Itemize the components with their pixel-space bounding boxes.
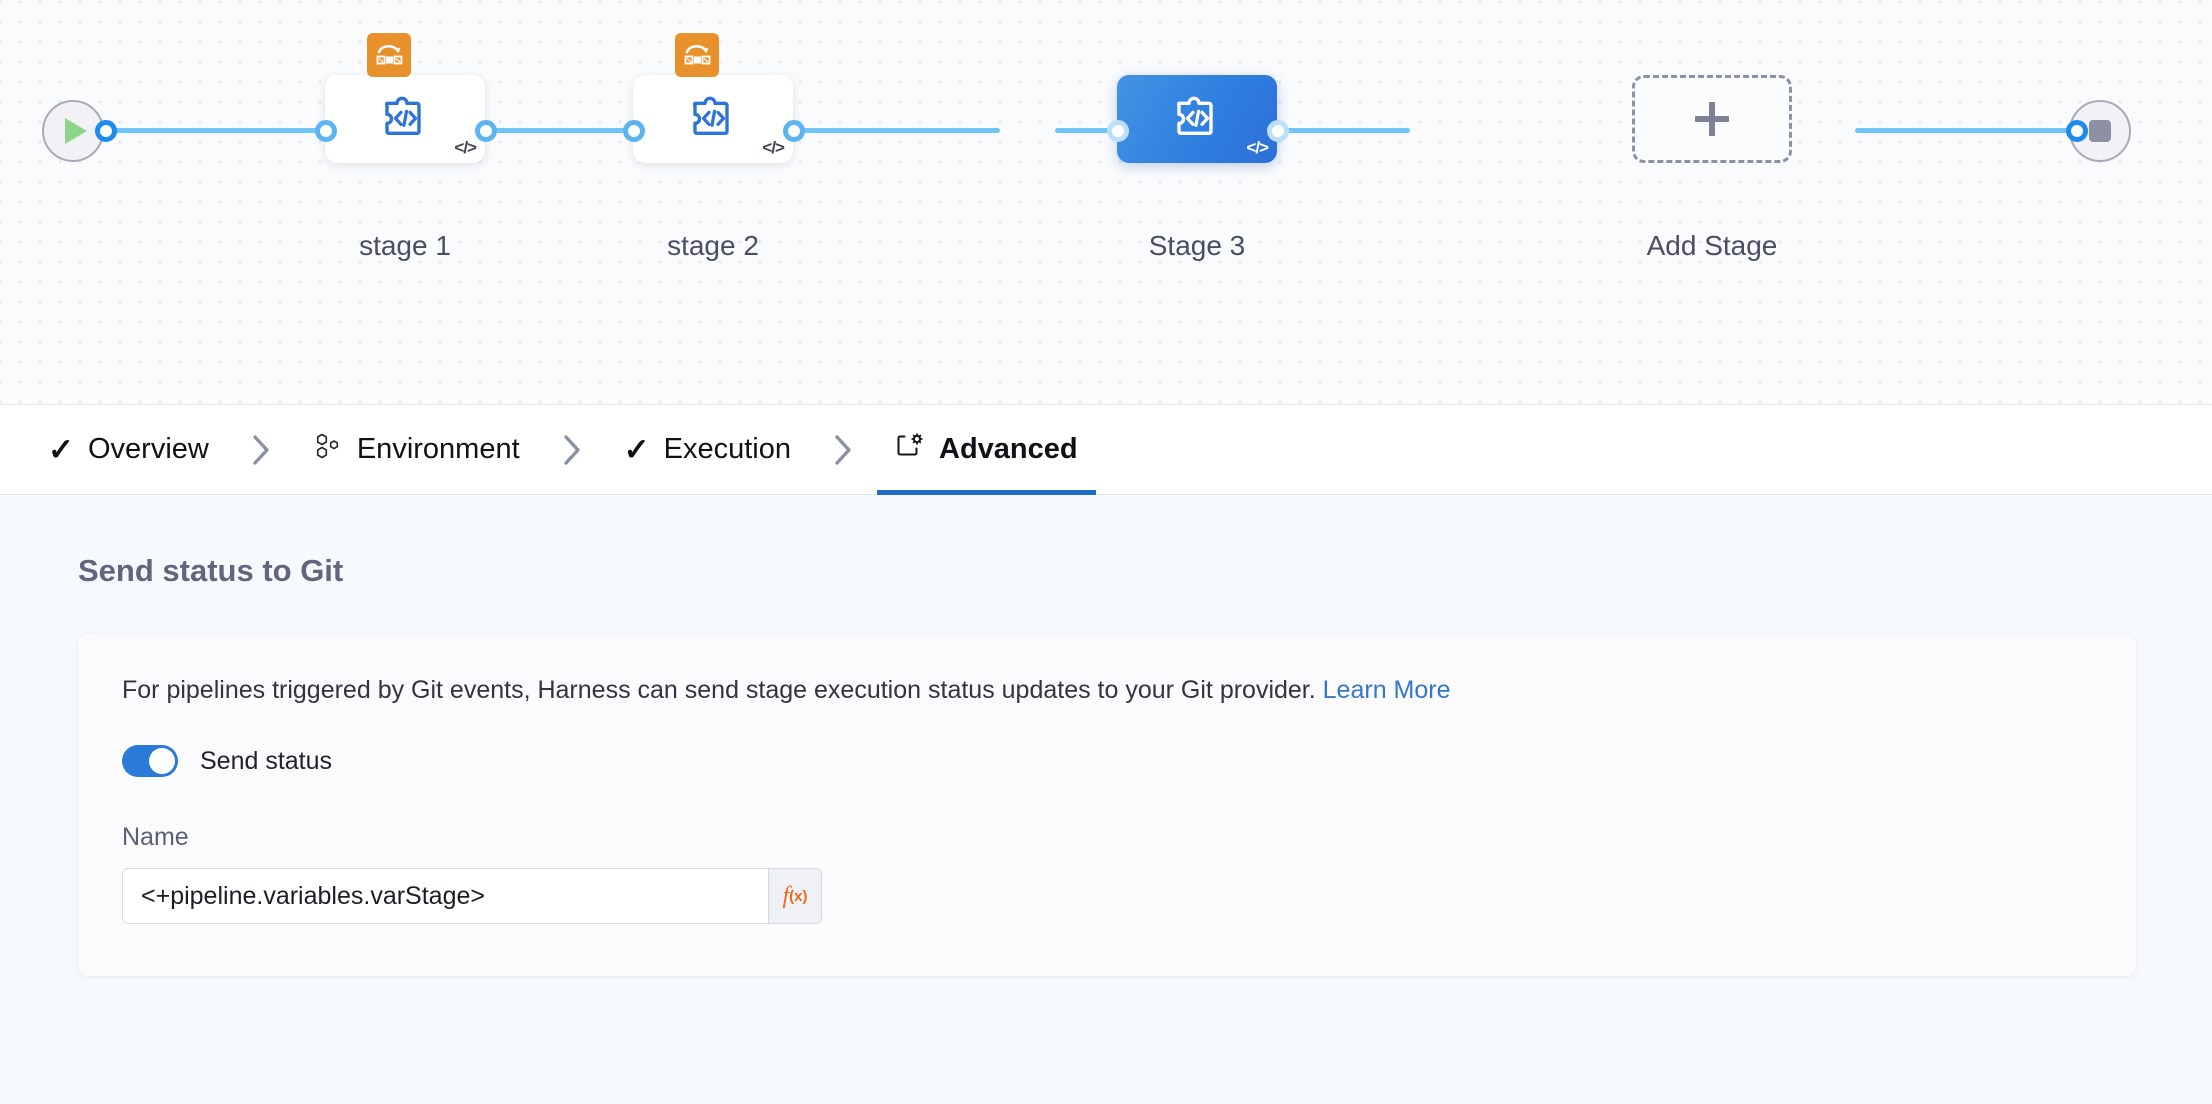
- code-icon: </>: [454, 138, 477, 157]
- stage-node-3[interactable]: </>: [1117, 75, 1277, 163]
- tab-environment-label: Environment: [356, 433, 520, 465]
- chevron-right-icon: [538, 405, 606, 494]
- tab-overview[interactable]: ✓ Overview: [30, 405, 227, 494]
- chevron-right-icon: [809, 405, 877, 494]
- page-title: Send status to Git: [78, 553, 344, 588]
- advanced-panel: Send status to Git For pipelines trigger…: [0, 495, 2212, 1104]
- conditional-execution-icon: [675, 33, 719, 77]
- advanced-gear-icon: [895, 431, 925, 469]
- expression-fx-button[interactable]: f(x): [768, 868, 822, 924]
- fx-label: f: [782, 882, 790, 909]
- tab-execution[interactable]: ✓ Execution: [606, 405, 809, 494]
- tab-execution-label: Execution: [663, 433, 791, 465]
- infrastructure-icon: [313, 431, 343, 469]
- stage1-input-port[interactable]: [315, 120, 337, 142]
- card-description: For pipelines triggered by Git events, H…: [122, 676, 2092, 705]
- stage1-output-port[interactable]: [475, 120, 497, 142]
- puzzle-icon: [1171, 89, 1223, 146]
- puzzle-icon: [379, 89, 431, 146]
- tab-environment[interactable]: Environment: [295, 405, 538, 494]
- check-icon: ✓: [623, 432, 650, 467]
- code-icon: </>: [762, 138, 785, 157]
- send-status-card: For pipelines triggered by Git events, H…: [78, 634, 2136, 976]
- tab-overview-label: Overview: [87, 433, 209, 465]
- end-input-port[interactable]: [2066, 120, 2088, 142]
- toggle-knob: [149, 748, 175, 774]
- check-icon: ✓: [48, 432, 74, 467]
- code-icon: </>: [1246, 138, 1269, 157]
- stage3-output-port[interactable]: [1267, 120, 1289, 142]
- card-description-text: For pipelines triggered by Git events, H…: [122, 676, 1316, 704]
- name-input[interactable]: [122, 868, 768, 924]
- stage-node-1[interactable]: </>: [325, 33, 485, 163]
- conditional-execution-icon: [367, 33, 411, 77]
- plus-icon: [1695, 102, 1729, 136]
- stage-label-2: stage 2: [667, 230, 759, 261]
- connector-addstage-to-end: [1855, 128, 2085, 133]
- stage-tab-strip: ✓ Overview Environment ✓ Execution: [0, 405, 2212, 495]
- chevron-right-icon: [227, 405, 295, 494]
- add-stage-label: Add Stage: [1646, 230, 1778, 261]
- puzzle-icon: [687, 89, 739, 146]
- connector-stage2-to-stage3: [755, 128, 1000, 133]
- start-output-port[interactable]: [95, 120, 117, 142]
- learn-more-link[interactable]: Learn More: [1322, 676, 1451, 704]
- send-status-toggle-label: Send status: [200, 746, 333, 775]
- tab-advanced-label: Advanced: [939, 433, 1078, 465]
- add-stage-node[interactable]: [1632, 75, 1792, 163]
- name-input-group: f(x): [122, 868, 822, 924]
- stop-icon: [2089, 120, 2111, 142]
- name-field-label: Name: [122, 823, 189, 851]
- send-status-toggle-row: Send status: [122, 745, 2092, 777]
- fx-sub: (x): [789, 887, 808, 905]
- stage2-output-port[interactable]: [783, 120, 805, 142]
- send-status-toggle[interactable]: [122, 745, 178, 777]
- stage-node-2[interactable]: </>: [633, 33, 793, 163]
- connector-addstage-left: [1290, 128, 1410, 133]
- stage-label-3: Stage 3: [1148, 230, 1246, 261]
- connector-start-to-stage1: [105, 128, 345, 133]
- stage3-input-port[interactable]: [1107, 120, 1129, 142]
- play-icon: [65, 118, 87, 144]
- stage2-input-port[interactable]: [623, 120, 645, 142]
- stage-label-1: stage 1: [359, 230, 451, 261]
- tab-advanced[interactable]: Advanced: [877, 405, 1096, 495]
- connector-stage1-to-stage2: [445, 128, 685, 133]
- pipeline-canvas[interactable]: </> stage 1 </> stag: [0, 0, 2212, 405]
